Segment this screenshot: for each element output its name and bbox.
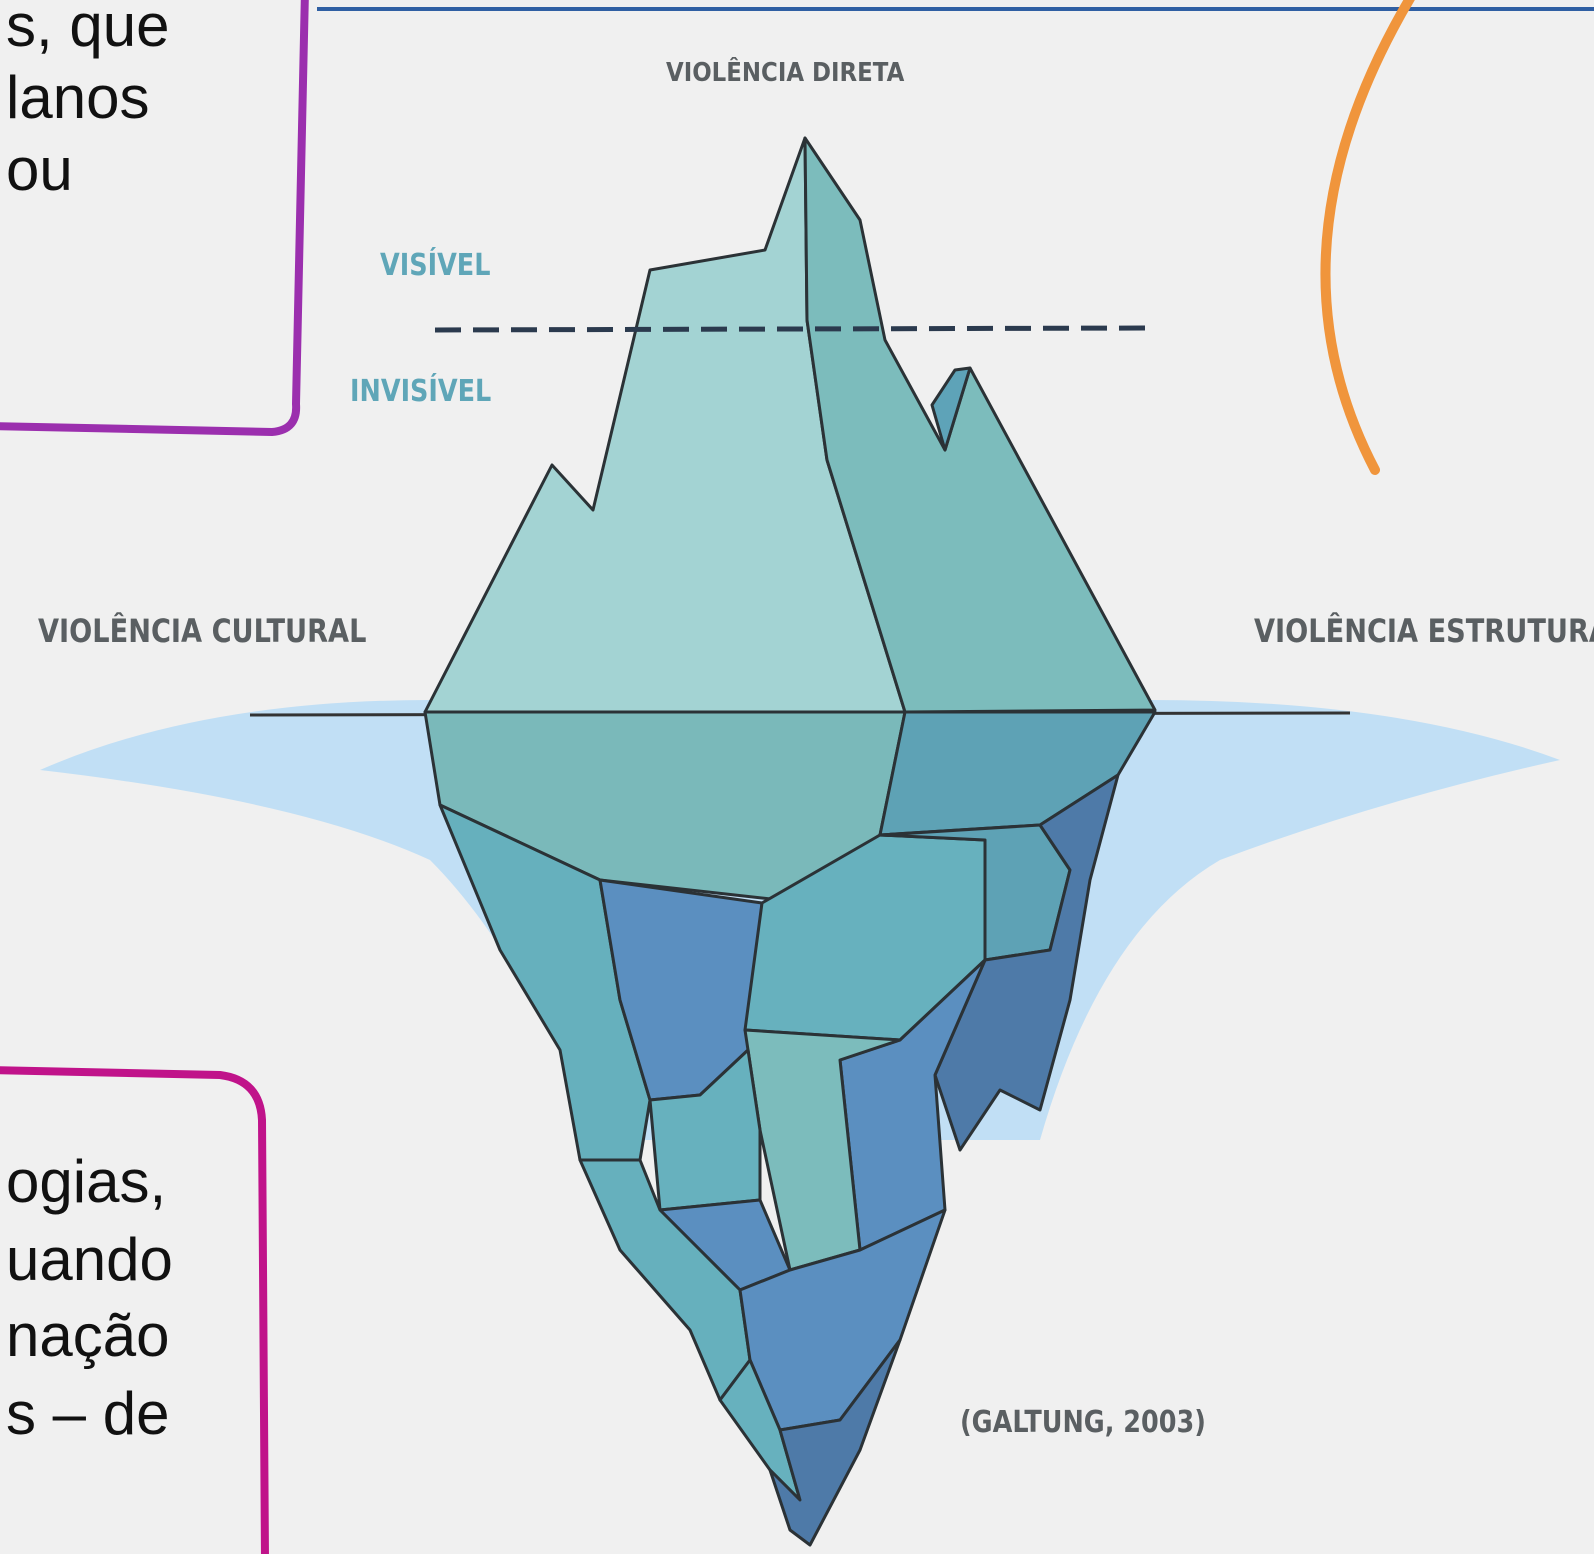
bottom-text-line-2: uando [6, 1226, 173, 1293]
bottom-text-line-1: ogias, [6, 1148, 167, 1215]
magenta-text-box [0, 1066, 269, 1554]
visibility-divider [434, 325, 1146, 333]
tip-small-peak [930, 366, 972, 452]
bottom-text-line-4: s – de [6, 1380, 170, 1447]
label-violencia-direta: VIOLÊNCIA DIRETA [666, 58, 905, 88]
top-text-line-2: lanos [6, 64, 150, 131]
purple-text-box [0, 0, 309, 437]
label-violencia-cultural: VIOLÊNCIA CULTURAL [38, 612, 367, 650]
orange-bracket-arc [1320, 0, 1415, 475]
label-invisivel: INVISÍVEL [350, 374, 492, 409]
label-visivel: VISÍVEL [380, 248, 491, 283]
iceberg [423, 136, 1157, 1547]
under-right-edge [933, 773, 1120, 1152]
tip-right-face [803, 136, 1157, 714]
bottom-text-line-3: nação [6, 1302, 170, 1369]
label-violencia-estrutural: VIOLÊNCIA ESTRUTURAL [1254, 612, 1594, 650]
top-text-line-1: s, que [6, 0, 170, 59]
citation-galtung: (GALTUNG, 2003) [960, 1405, 1206, 1440]
under-bottom-tip [768, 1338, 902, 1547]
top-text-line-3: ou [6, 136, 73, 203]
